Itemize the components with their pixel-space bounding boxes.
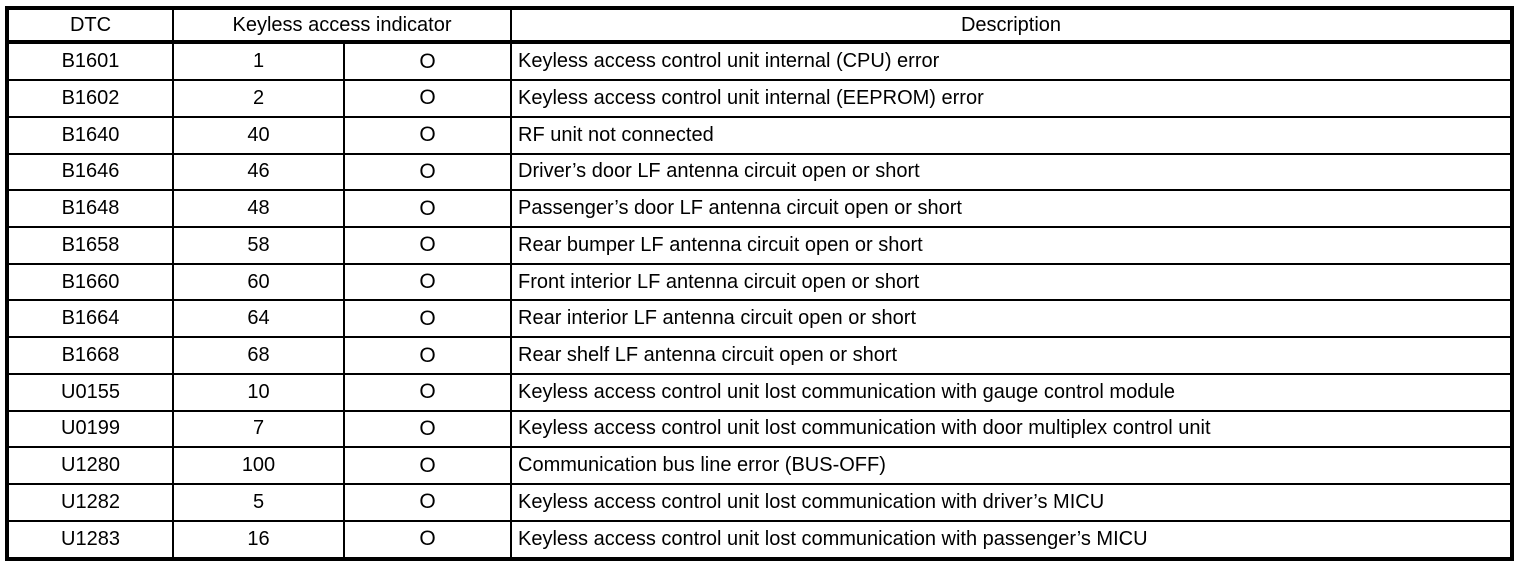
- indicator-code-cell: 46: [172, 152, 345, 192]
- table-row: B1601 1 O Keyless access control unit in…: [6, 40, 1513, 82]
- dtc-code-cell: B1664: [6, 299, 174, 339]
- indicator-code-cell: 2: [172, 79, 345, 118]
- dtc-code-cell: B1668: [6, 336, 174, 375]
- dtc-code-cell: U0155: [6, 372, 174, 412]
- indicator-symbol-cell: O: [342, 40, 513, 82]
- indicator-code-cell: 10: [172, 372, 345, 412]
- table-row: U1280 100 O Communication bus line error…: [6, 446, 1513, 486]
- dtc-table-header: DTC Keyless access indicator Description: [6, 7, 1513, 44]
- indicator-symbol-cell: O: [342, 519, 513, 561]
- description-cell: Keyless access control unit lost communi…: [510, 409, 1513, 449]
- description-cell: Keyless access control unit lost communi…: [510, 519, 1513, 561]
- description-cell: Keyless access control unit internal (EE…: [510, 79, 1513, 118]
- table-row: U0155 10 O Keyless access control unit l…: [6, 372, 1513, 412]
- indicator-code-cell: 64: [172, 299, 345, 339]
- indicator-code-cell: 60: [172, 262, 345, 302]
- column-header-keyless-access-indicator: Keyless access indicator: [171, 7, 513, 44]
- description-cell: RF unit not connected: [510, 115, 1513, 155]
- indicator-symbol-cell: O: [342, 299, 513, 339]
- dtc-code-cell: U1280: [6, 446, 174, 486]
- table-row: B1660 60 O Front interior LF antenna cir…: [6, 262, 1513, 302]
- dtc-code-cell: U0199: [6, 409, 174, 449]
- indicator-symbol-cell: O: [342, 79, 513, 118]
- indicator-code-cell: 58: [172, 226, 345, 265]
- description-cell: Communication bus line error (BUS-OFF): [510, 446, 1513, 486]
- dtc-code-cell: B1601: [6, 40, 174, 82]
- table-row: U1282 5 O Keyless access control unit lo…: [6, 483, 1513, 522]
- indicator-symbol-cell: O: [342, 409, 513, 449]
- description-cell: Driver’s door LF antenna circuit open or…: [510, 152, 1513, 192]
- indicator-symbol-cell: O: [342, 446, 513, 486]
- dtc-code-cell: B1646: [6, 152, 174, 192]
- indicator-symbol-cell: O: [342, 483, 513, 522]
- description-cell: Passenger’s door LF antenna circuit open…: [510, 189, 1513, 228]
- table-row: U1283 16 O Keyless access control unit l…: [6, 519, 1513, 561]
- table-row: U0199 7 O Keyless access control unit lo…: [6, 409, 1513, 449]
- indicator-code-cell: 100: [172, 446, 345, 486]
- header-row: DTC Keyless access indicator Description: [6, 7, 1513, 44]
- indicator-symbol-cell: O: [342, 152, 513, 192]
- description-cell: Keyless access control unit lost communi…: [510, 372, 1513, 412]
- table-row: B1664 64 O Rear interior LF antenna circ…: [6, 299, 1513, 339]
- indicator-symbol-cell: O: [342, 262, 513, 302]
- indicator-code-cell: 1: [172, 40, 345, 82]
- description-cell: Keyless access control unit lost communi…: [510, 483, 1513, 522]
- table-row: B1646 46 O Driver’s door LF antenna circ…: [6, 152, 1513, 192]
- indicator-code-cell: 16: [172, 519, 345, 561]
- table-row: B1602 2 O Keyless access control unit in…: [6, 79, 1513, 118]
- dtc-table-body: B1601 1 O Keyless access control unit in…: [6, 40, 1513, 561]
- dtc-code-cell: B1658: [6, 226, 174, 265]
- dtc-code-cell: B1648: [6, 189, 174, 228]
- description-cell: Rear shelf LF antenna circuit open or sh…: [510, 336, 1513, 375]
- indicator-code-cell: 48: [172, 189, 345, 228]
- indicator-code-cell: 40: [172, 115, 345, 155]
- column-header-dtc: DTC: [6, 7, 174, 44]
- indicator-symbol-cell: O: [342, 372, 513, 412]
- table-row: B1640 40 O RF unit not connected: [6, 115, 1513, 155]
- indicator-symbol-cell: O: [342, 336, 513, 375]
- indicator-code-cell: 5: [172, 483, 345, 522]
- dtc-code-cell: B1660: [6, 262, 174, 302]
- indicator-symbol-cell: O: [342, 226, 513, 265]
- dtc-code-cell: B1640: [6, 115, 174, 155]
- description-cell: Rear interior LF antenna circuit open or…: [510, 299, 1513, 339]
- table-row: B1668 68 O Rear shelf LF antenna circuit…: [6, 336, 1513, 375]
- description-cell: Front interior LF antenna circuit open o…: [510, 262, 1513, 302]
- description-cell: Keyless access control unit internal (CP…: [510, 40, 1513, 82]
- table-row: B1658 58 O Rear bumper LF antenna circui…: [6, 226, 1513, 265]
- dtc-table: DTC Keyless access indicator Description…: [5, 6, 1514, 561]
- indicator-symbol-cell: O: [342, 189, 513, 228]
- indicator-code-cell: 68: [172, 336, 345, 375]
- dtc-code-cell: U1283: [6, 519, 174, 561]
- description-cell: Rear bumper LF antenna circuit open or s…: [510, 226, 1513, 265]
- indicator-code-cell: 7: [172, 409, 345, 449]
- column-header-description: Description: [510, 7, 1513, 44]
- indicator-symbol-cell: O: [342, 115, 513, 155]
- table-row: B1648 48 O Passenger’s door LF antenna c…: [6, 189, 1513, 228]
- dtc-code-cell: B1602: [6, 79, 174, 118]
- dtc-code-cell: U1282: [6, 483, 174, 522]
